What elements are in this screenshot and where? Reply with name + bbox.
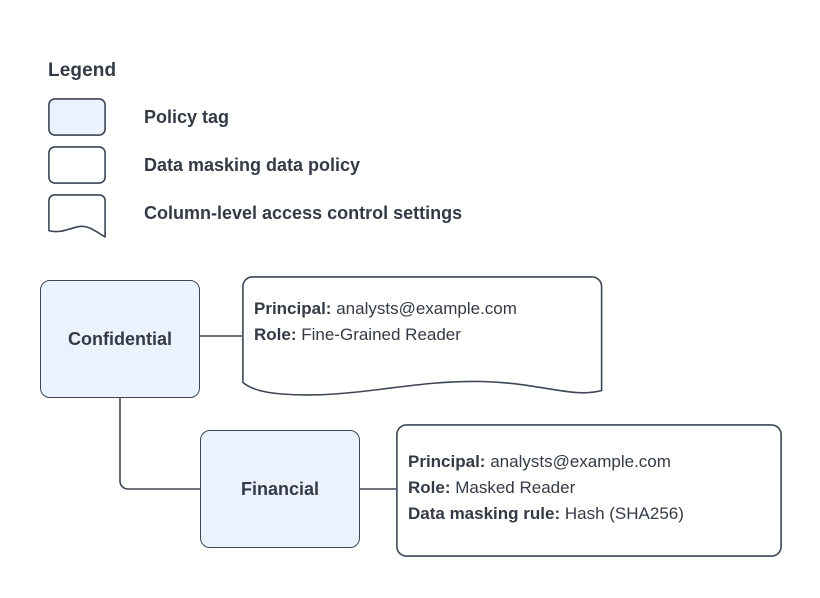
node-label: Financial <box>240 478 320 499</box>
callout-line-key: Role: <box>408 478 451 497</box>
legend-title: Legend <box>48 60 117 81</box>
node-financial[interactable]: Financial <box>200 430 360 548</box>
callout-access-control-settings[interactable]: Principal: analysts@example.com Role: Fi… <box>242 276 603 400</box>
callout-line: Principal: analysts@example.com <box>408 449 684 475</box>
legend-item-policy-tag: Policy tag <box>48 98 229 136</box>
legend-item-label: Policy tag <box>144 107 230 127</box>
callout-line-key: Role: <box>254 325 297 344</box>
legend-item-column-access-settings: Column-level access control settings <box>48 194 463 238</box>
callout-line: Role: Fine-Grained Reader <box>254 322 517 348</box>
callout-line-value: Hash (SHA256) <box>564 504 684 523</box>
node-confidential[interactable]: Confidential <box>40 280 200 398</box>
callout-access-text: Principal: analysts@example.com Role: Fi… <box>254 296 517 348</box>
callout-line-key: Principal: <box>408 452 486 471</box>
callout-line-key: Principal: <box>254 299 332 318</box>
callout-masking-text: Principal: analysts@example.com Role: Ma… <box>408 449 684 527</box>
column-access-settings-swatch-icon <box>48 194 106 238</box>
node-label: Confidential <box>68 328 172 349</box>
callout-line: Role: Masked Reader <box>408 475 684 501</box>
connector-confidential-to-financial <box>119 398 200 490</box>
callout-line-key: Data masking rule: <box>408 504 561 523</box>
callout-line: Principal: analysts@example.com <box>254 296 517 322</box>
data-masking-policy-swatch-icon <box>48 146 106 184</box>
callout-line-value: Masked Reader <box>455 478 576 497</box>
policy-tag-swatch-icon <box>48 98 106 136</box>
callout-line-value: Fine-Grained Reader <box>301 325 461 344</box>
legend-item-label: Data masking data policy <box>144 155 361 175</box>
callout-line-value: analysts@example.com <box>490 452 671 471</box>
legend-item-data-masking-policy: Data masking data policy <box>48 146 360 184</box>
callout-line: Data masking rule: Hash (SHA256) <box>408 501 684 527</box>
callout-data-masking-policy[interactable]: Principal: analysts@example.com Role: Ma… <box>396 424 782 557</box>
callout-line-value: analysts@example.com <box>336 299 517 318</box>
legend-item-label: Column-level access control settings <box>144 203 463 223</box>
